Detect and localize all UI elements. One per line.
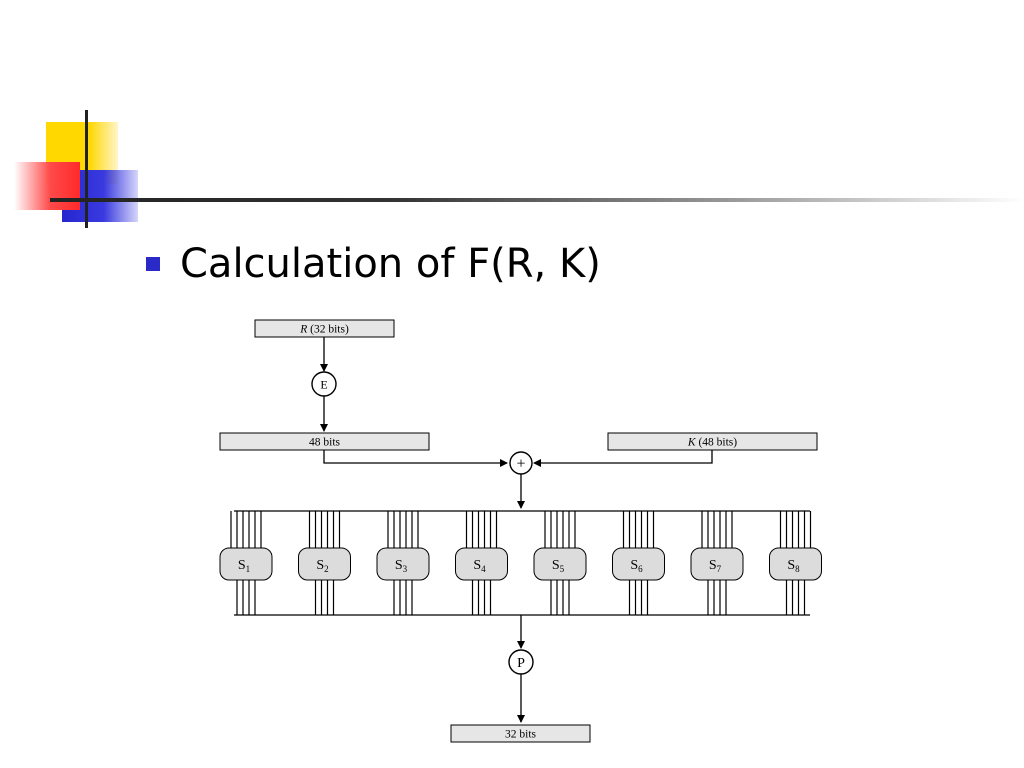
sbox-label: S1 (238, 558, 250, 574)
sbox-shape (298, 547, 351, 581)
bullet-row: Calculation of F(R, K) (146, 234, 601, 294)
sbox-shape (376, 547, 430, 581)
r-input-label: R (32 bits) (299, 324, 349, 336)
sbox-label: S4 (473, 558, 486, 574)
xor-node: + (509, 451, 533, 475)
r-input-box: R (32 bits) (254, 319, 395, 338)
sbox-6: S6 (612, 511, 665, 615)
sbox-4: S4 (455, 511, 508, 615)
deco-red-square (14, 162, 80, 210)
deco-vertical-line (85, 110, 88, 228)
xor-symbol: + (516, 456, 525, 473)
sbox-2: S2 (298, 511, 351, 615)
sbox-shape (769, 547, 822, 581)
sbox-label: S2 (316, 558, 328, 574)
sbox-8: S8 (769, 511, 822, 615)
sbox-label: S5 (552, 558, 565, 574)
sbox-label: S6 (630, 558, 643, 574)
arrow-48bits-to-xor (323, 450, 508, 467)
arrow-k-to-xor (533, 450, 713, 467)
sbox-shape (612, 547, 665, 581)
sbox-7: S7 (690, 511, 744, 615)
sbox-shape (690, 547, 744, 581)
expansion-e-node: E (311, 371, 337, 397)
output-32bits-box: 32 bits (450, 724, 591, 743)
sbox-layer: S1 S2 S3 S4 S5 S6 S7 S8 (219, 511, 822, 615)
bits48-label: 48 bits (309, 437, 341, 449)
expanded-48bits-box: 48 bits (219, 432, 430, 451)
sbox-label: S7 (709, 558, 722, 574)
p-label: P (517, 656, 525, 671)
title-rule (50, 198, 1024, 202)
e-label: E (320, 378, 327, 392)
bullet-text: Calculation of F(R, K) (180, 241, 601, 287)
k-input-box: K (48 bits) (607, 432, 818, 451)
sbox-label: S3 (395, 558, 408, 574)
sbox-shape (455, 547, 508, 581)
sbox-1: S1 (219, 511, 273, 615)
sbox-shape (533, 547, 587, 581)
sbox-5: S5 (533, 511, 587, 615)
bullet-square-icon (146, 257, 160, 271)
bits32-label: 32 bits (505, 729, 537, 741)
permutation-p-node: P (508, 649, 534, 675)
sbox-3: S3 (376, 511, 430, 615)
sbox-label: S8 (787, 558, 800, 574)
k-input-label: K (48 bits) (687, 437, 737, 449)
sbox-shape (219, 547, 273, 581)
